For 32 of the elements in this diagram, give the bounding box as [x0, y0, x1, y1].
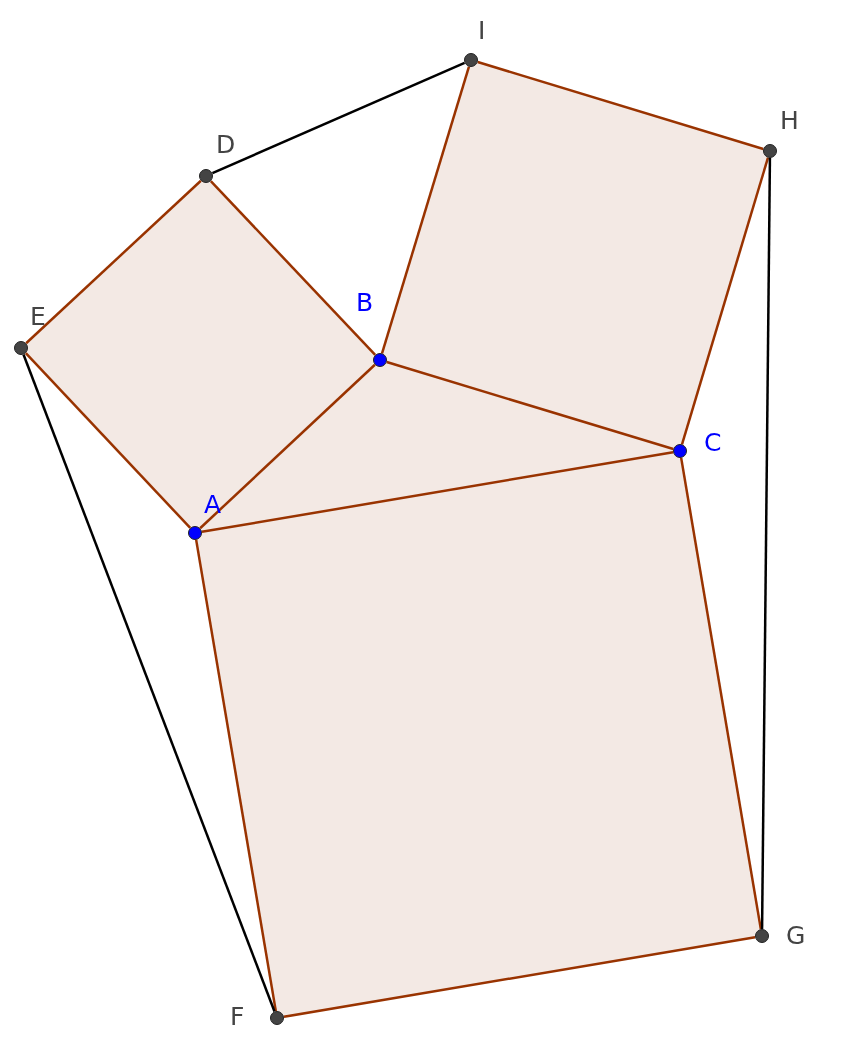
- point-marker: [464, 53, 478, 67]
- line-segment: [209, 180, 377, 356]
- point-marker: [755, 929, 769, 943]
- point-marker: [270, 1011, 284, 1025]
- line-segment: [211, 61, 466, 175]
- point-label: I: [478, 18, 486, 43]
- point-label: G: [786, 923, 806, 948]
- line-segment: [199, 363, 376, 530]
- line-segment: [25, 179, 202, 345]
- point-marker: [199, 169, 213, 183]
- point-marker: [14, 341, 28, 355]
- point-marker: [763, 144, 777, 158]
- point-label: D: [216, 132, 236, 157]
- point-marker: [188, 526, 202, 540]
- point-label: E: [30, 304, 46, 329]
- line-segment: [680, 157, 770, 445]
- point-label: C: [704, 430, 722, 455]
- line-segment: [194, 539, 278, 1012]
- line-segment: [386, 360, 674, 451]
- point-label: A: [204, 492, 222, 517]
- line-segment: [477, 60, 764, 151]
- point-label: H: [780, 108, 799, 133]
- line-segment: [22, 354, 276, 1012]
- point-label: F: [230, 1004, 245, 1029]
- line-segment: [380, 66, 471, 354]
- line-segment: [283, 935, 756, 1019]
- line-segment: [201, 450, 674, 534]
- point-label: B: [356, 290, 374, 315]
- line-segment: [24, 352, 192, 529]
- line-segment: [760, 158, 772, 929]
- point-marker: [673, 444, 687, 458]
- line-segment: [679, 457, 763, 930]
